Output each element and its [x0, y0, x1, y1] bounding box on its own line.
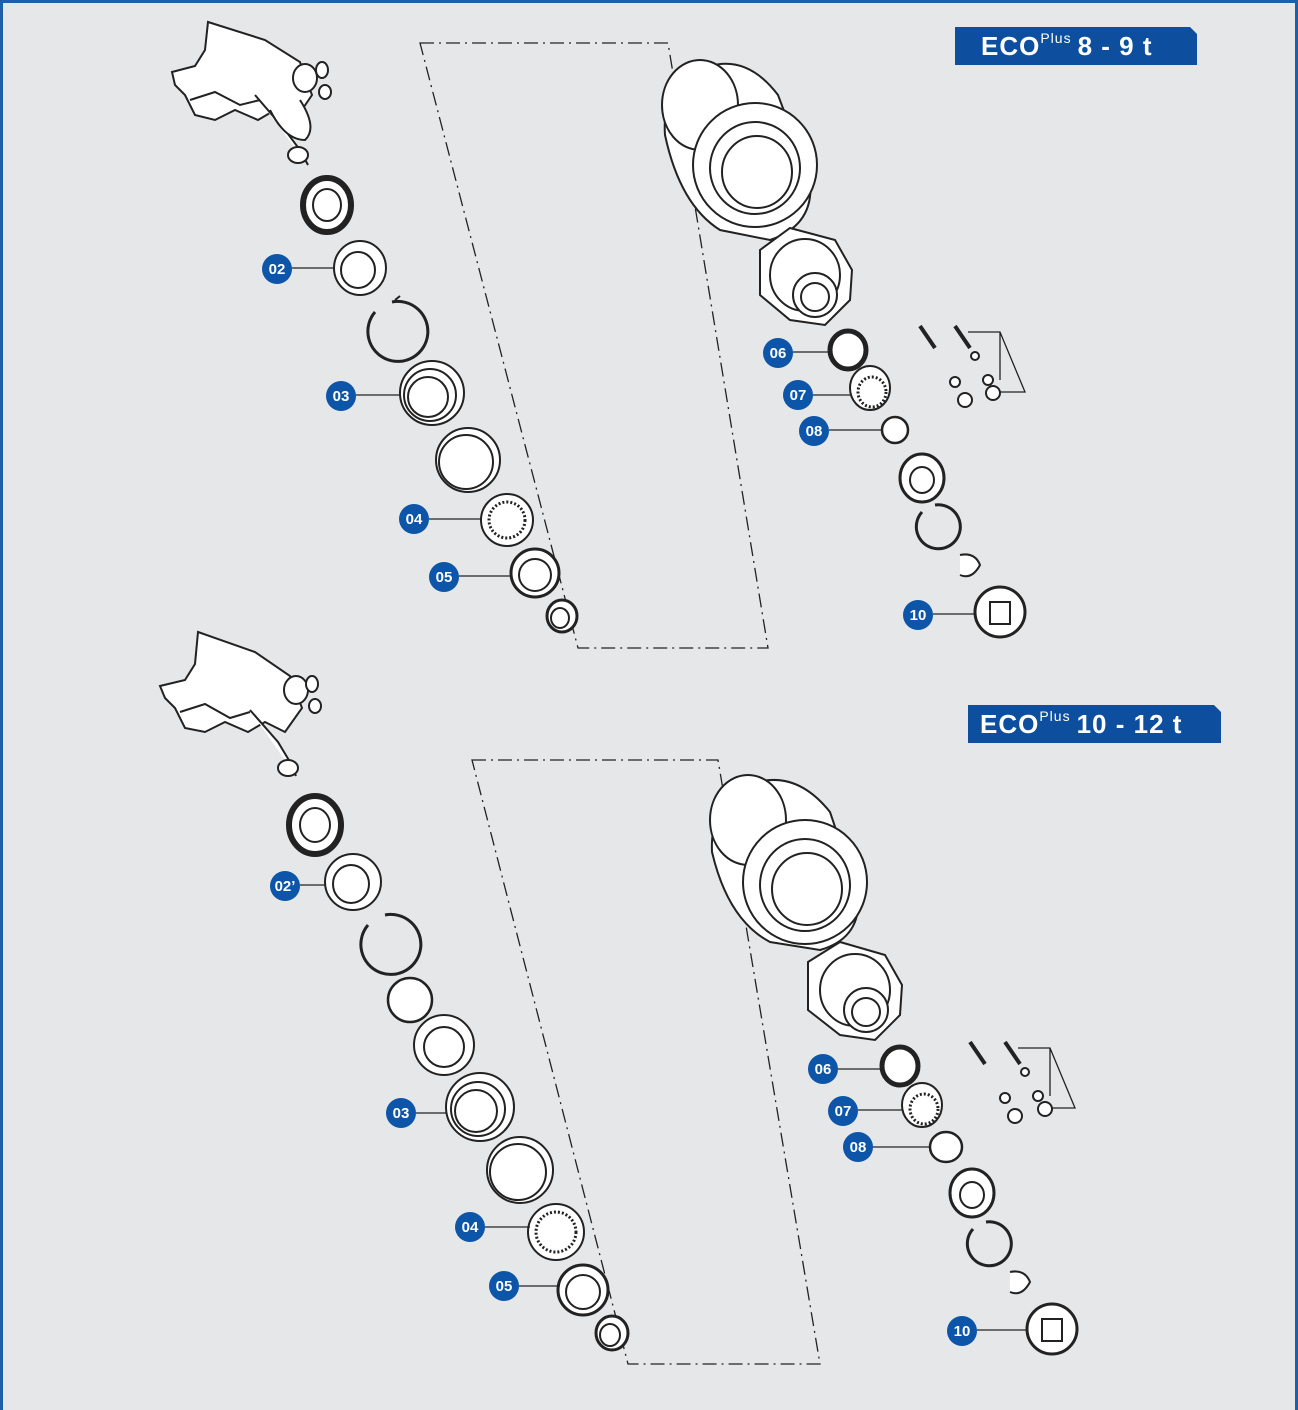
left-border	[0, 0, 3, 1410]
part-label-05: 05	[489, 1271, 519, 1301]
part-label-08: 08	[799, 416, 829, 446]
part-label-07: 07	[783, 380, 813, 410]
part-label-06: 06	[808, 1054, 838, 1084]
brake-drum-2	[709, 774, 868, 952]
wheel-hub-2	[807, 940, 904, 1042]
bolts-group-2	[968, 1040, 1076, 1124]
parts-column-1	[300, 175, 579, 634]
title-brand: ECO	[980, 708, 1040, 739]
bolts-group-1	[918, 324, 1026, 408]
top-border	[0, 0, 1298, 3]
dashed-outline-1	[419, 42, 769, 649]
leader-lines-2	[300, 884, 1028, 1331]
title-range: 10 - 12 t	[1076, 708, 1183, 739]
part-label-08: 08	[843, 1132, 873, 1162]
title-brand: ECO	[981, 30, 1041, 61]
dashed-outline-2	[471, 759, 821, 1365]
part-label-04: 04	[399, 504, 429, 534]
part-label-02: 02	[262, 254, 292, 284]
title-sup: Plus	[1039, 708, 1071, 724]
part-label-02-prime: 02’	[270, 871, 300, 901]
brake-drum-1	[661, 59, 818, 242]
part-label-06: 06	[763, 338, 793, 368]
axle-knuckle-1	[170, 20, 332, 166]
part-label-10: 10	[903, 600, 933, 630]
part-label-07: 07	[828, 1096, 858, 1126]
part-label-03: 03	[386, 1098, 416, 1128]
part-label-04: 04	[455, 1212, 485, 1242]
right-border	[1295, 0, 1298, 1410]
wheel-hub-1	[759, 226, 854, 327]
leader-lines-1	[292, 267, 975, 615]
part-label-10: 10	[947, 1316, 977, 1346]
parts-column-2	[286, 793, 630, 1352]
part-label-03: 03	[326, 381, 356, 411]
parts-column-2-right	[879, 1044, 1079, 1356]
parts-column-1-right	[827, 328, 1027, 639]
title-range: 8 - 9 t	[1077, 30, 1153, 61]
part-label-05: 05	[429, 562, 459, 592]
title-sup: Plus	[1040, 30, 1072, 46]
axle-knuckle-2	[158, 630, 322, 777]
